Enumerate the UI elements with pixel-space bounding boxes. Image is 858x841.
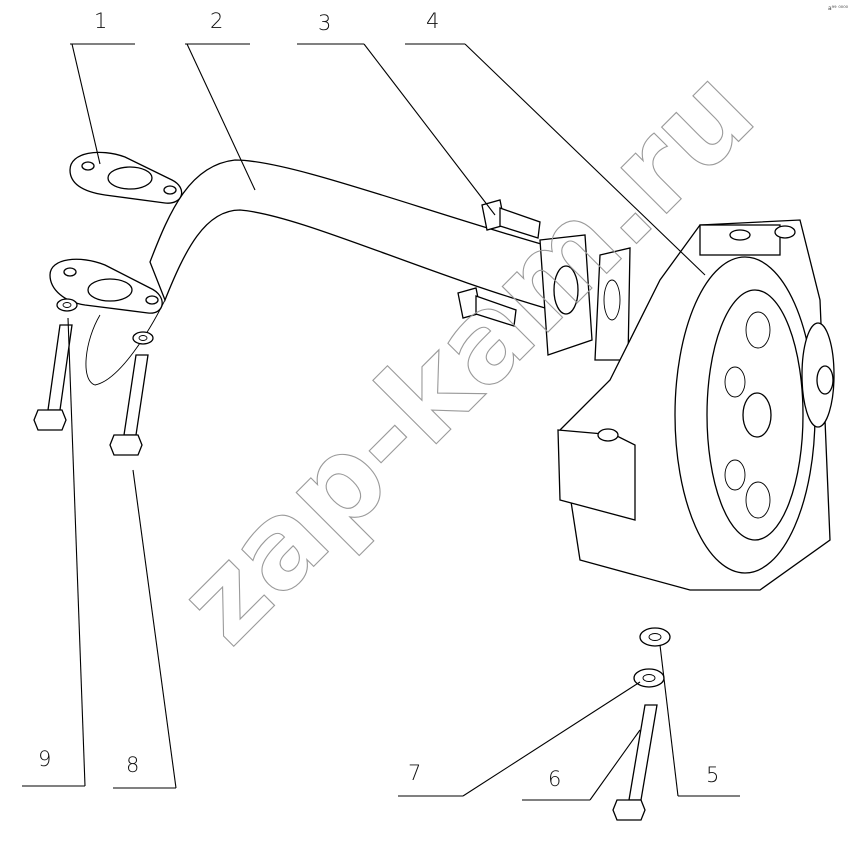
left-washer-9 [56, 298, 78, 312]
pump-driven-gear [801, 322, 835, 428]
callout-7-label: 7 [408, 761, 421, 785]
flange-gasket [69, 151, 183, 204]
callout-2-label: 2 [210, 9, 223, 33]
left-bolt-8 [109, 354, 149, 456]
callout-7: 7 [398, 681, 641, 797]
pipe-flange [49, 258, 163, 314]
callout-3: 3 [297, 11, 496, 216]
left-bolt-9 [33, 324, 73, 431]
callout-1-label: 1 [94, 9, 107, 33]
corner-mark: a⁹⁹ ⁰⁰⁰⁰ [828, 5, 849, 12]
bolt-6 [612, 704, 658, 821]
callout-6-label: 6 [548, 767, 561, 791]
left-washer-8 [132, 331, 154, 345]
callout-8-label: 8 [126, 753, 139, 777]
pump-flange-gasket [594, 247, 631, 361]
callout-1: 1 [70, 9, 135, 165]
pump-flange [539, 234, 593, 356]
pump-drive-gear [674, 256, 816, 574]
washer-7 [633, 668, 665, 688]
callout-9: 9 [22, 317, 86, 787]
callout-2: 2 [185, 9, 256, 191]
callout-3-label: 3 [318, 11, 331, 35]
callout-6: 6 [522, 729, 641, 801]
washer-5 [639, 627, 671, 647]
callout-5-label: 5 [706, 763, 719, 787]
flange-bolt-upper [481, 199, 541, 239]
flange-bolt-lower [457, 287, 517, 327]
callout-4: 4 [405, 9, 706, 276]
callout-8: 8 [113, 469, 177, 789]
callout-9-label: 9 [38, 747, 51, 771]
callout-4-label: 4 [426, 9, 439, 33]
callout-5: 5 [659, 644, 740, 797]
